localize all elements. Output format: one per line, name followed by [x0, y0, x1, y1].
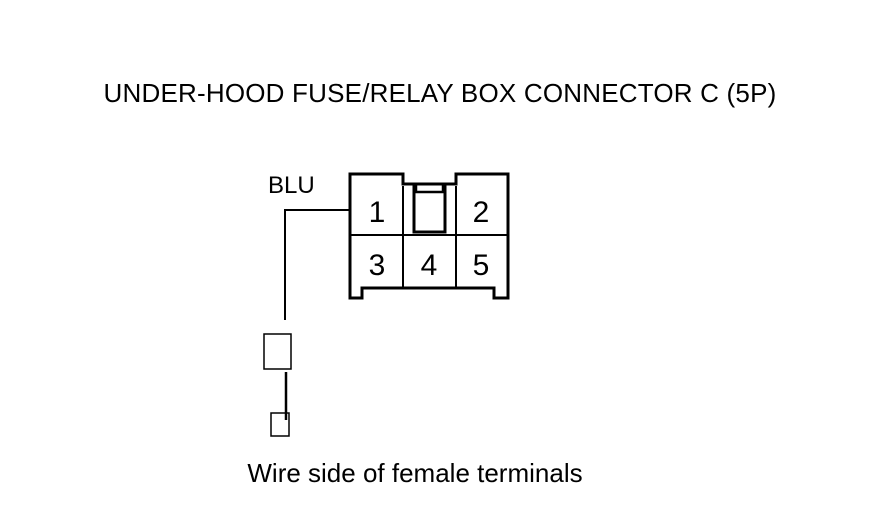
terminal-label-4: 4 — [421, 249, 438, 282]
probe-terminal-lower — [270, 412, 290, 437]
terminal-label-2: 2 — [473, 196, 490, 229]
connector-latch-tab — [414, 182, 445, 194]
probe-terminal-upper — [263, 333, 292, 370]
connector-housing — [348, 172, 510, 300]
diagram-title: UNDER-HOOD FUSE/RELAY BOX CONNECTOR C (5… — [103, 78, 777, 108]
wire-color-label: BLU — [268, 172, 315, 199]
wire-lead — [284, 209, 350, 320]
diagram-caption: Wire side of female terminals — [247, 458, 583, 488]
terminal-label-5: 5 — [473, 249, 490, 282]
terminal-label-3: 3 — [369, 249, 386, 282]
terminal-label-1: 1 — [369, 196, 386, 229]
